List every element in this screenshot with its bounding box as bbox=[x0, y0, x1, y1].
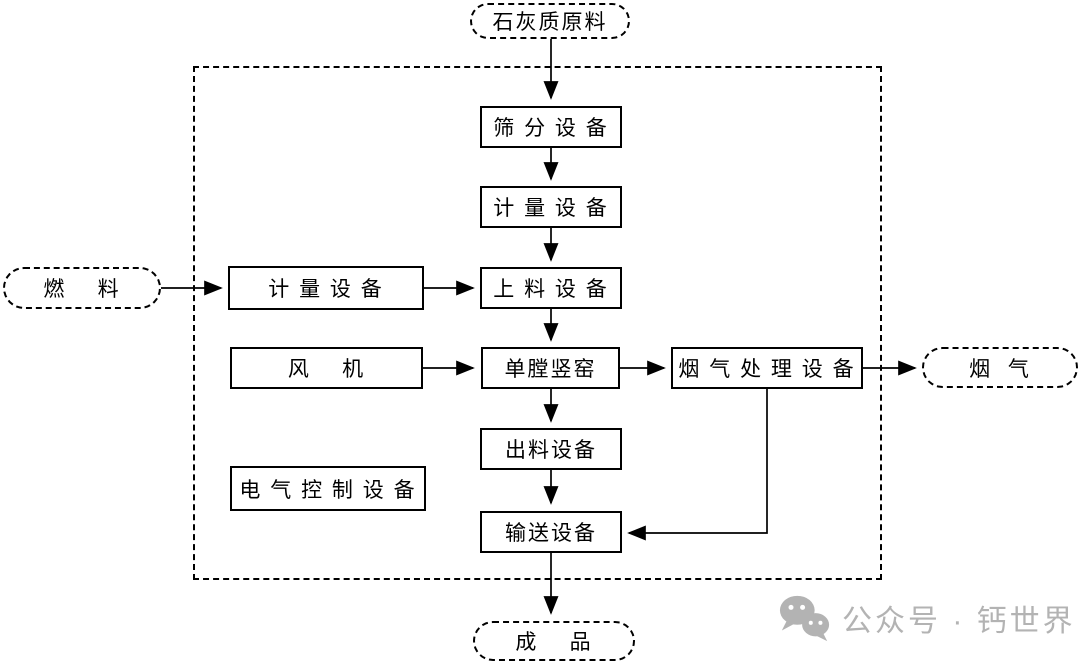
node-feeding-label: 上 料 设 备 bbox=[493, 278, 609, 301]
system-boundary-box bbox=[193, 66, 882, 580]
node-metering-top: 计 量 设 备 bbox=[480, 186, 622, 228]
node-conveying-label: 输送设备 bbox=[505, 522, 597, 545]
node-discharge: 出料设备 bbox=[480, 428, 622, 470]
node-feeding: 上 料 设 备 bbox=[480, 267, 622, 309]
node-discharge-label: 出料设备 bbox=[505, 439, 597, 462]
node-fan: 风 机 bbox=[230, 347, 423, 389]
node-flue-gas-treatment-label: 烟 气 处 理 设 备 bbox=[678, 358, 856, 381]
node-raw-material-label: 石灰质原料 bbox=[492, 11, 608, 34]
node-screening: 筛 分 设 备 bbox=[480, 106, 622, 148]
node-product-label: 成 品 bbox=[515, 631, 593, 654]
node-fan-label: 风 机 bbox=[287, 358, 366, 381]
watermark: 公众号 · 钙世界 bbox=[778, 594, 1076, 642]
node-fuel-label: 燃 料 bbox=[43, 278, 121, 301]
node-flue-gas-treatment: 烟 气 处 理 设 备 bbox=[671, 347, 863, 389]
node-electrical-control: 电 气 控 制 设 备 bbox=[230, 466, 426, 511]
node-conveying: 输送设备 bbox=[480, 511, 622, 553]
node-flue-gas: 烟 气 bbox=[922, 347, 1078, 388]
node-kiln: 单膛竖窑 bbox=[481, 347, 620, 389]
node-metering-left: 计 量 设 备 bbox=[228, 266, 424, 310]
node-product: 成 品 bbox=[473, 621, 635, 661]
arrow-treatment-to-conveying bbox=[627, 389, 768, 541]
node-electrical-control-label: 电 气 控 制 设 备 bbox=[239, 478, 417, 502]
watermark-text: 公众号 · 钙世界 bbox=[842, 605, 1076, 638]
node-kiln-label: 单膛竖窑 bbox=[504, 358, 597, 381]
node-screening-label: 筛 分 设 备 bbox=[493, 117, 609, 140]
wechat-icon bbox=[779, 595, 830, 642]
node-flue-gas-label: 烟 气 bbox=[969, 357, 1031, 381]
node-metering-left-label: 计 量 设 备 bbox=[268, 278, 384, 301]
node-fuel: 燃 料 bbox=[3, 267, 161, 309]
node-metering-top-label: 计 量 设 备 bbox=[493, 197, 609, 220]
node-raw-material: 石灰质原料 bbox=[470, 3, 630, 39]
